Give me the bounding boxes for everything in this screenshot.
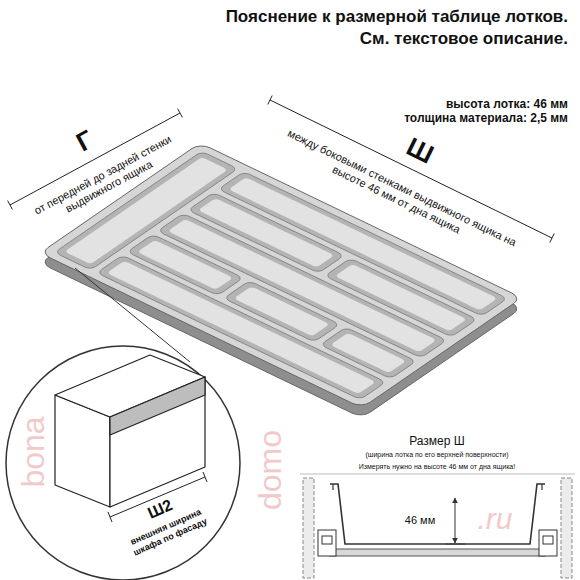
- section-note: Измерять нужно на высоте 46 мм от дна ящ…: [307, 463, 567, 471]
- watermark: domo: [251, 422, 289, 518]
- dimension-letter: Г: [60, 118, 110, 164]
- section-title: Размер Ш: [317, 434, 557, 448]
- inset-circle: [6, 346, 240, 580]
- section-note: (ширина лотка по его верхней поверхности…: [312, 451, 562, 459]
- drawer-section: [300, 474, 575, 578]
- spec-note: толщина материала: 2,5 мм: [268, 111, 568, 125]
- watermark: .ru: [470, 501, 520, 537]
- title: Пояснение к размерной таблице лотков. См…: [196, 6, 568, 50]
- dimension-letter: Ш: [395, 128, 445, 174]
- spec-note: высота лотка: 46 мм: [268, 97, 568, 111]
- watermark: bona: [14, 407, 52, 497]
- dimension-value: 46 мм: [392, 514, 448, 527]
- cabinet-cube: [55, 355, 205, 507]
